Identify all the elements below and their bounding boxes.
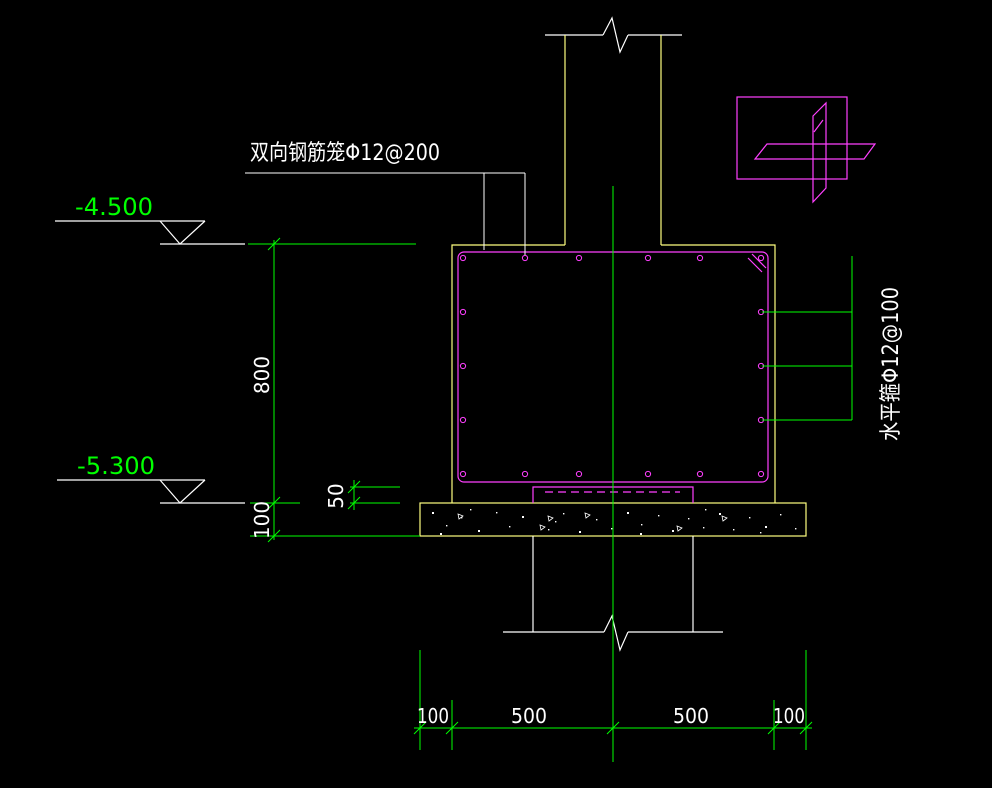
hatch-triangle [539, 524, 546, 531]
rebar-dot [459, 254, 467, 262]
hoop-note-leader [762, 256, 853, 421]
rebar-dot [757, 254, 765, 262]
hatch-speck [688, 518, 690, 520]
hatch-speck [611, 528, 613, 530]
hatch-speck [733, 529, 735, 531]
hatch-speck [641, 524, 643, 526]
upper-column [545, 16, 682, 245]
concrete-hatch [432, 509, 797, 535]
hatch-speck [760, 532, 762, 534]
dim-right-half-text: 500 [673, 704, 709, 728]
hatch-speck [470, 509, 472, 511]
hatch-speck [509, 526, 511, 528]
hatch-speck [478, 530, 480, 532]
rebar-dot [459, 416, 467, 424]
dim-cover-text: 50 [324, 483, 348, 508]
hatch-speck [563, 513, 565, 515]
rebar-dot [696, 470, 704, 478]
dim-left-edge-text: 100 [417, 704, 449, 728]
hatch-speck [749, 517, 751, 519]
section-symbol-icon [736, 96, 877, 204]
rebar-dot [459, 470, 467, 478]
left-dimension-lines [248, 237, 420, 543]
hatch-speck [496, 512, 498, 514]
dim-bed-text: 100 [250, 501, 274, 539]
dim-height-text: 800 [250, 356, 274, 394]
hatch-speck [795, 528, 797, 530]
rebar-dot [644, 470, 652, 478]
hoop-note-text: 水平箍Φ12@100 [879, 287, 904, 441]
cage-note-text: 双向钢筋笼Φ12@200 [250, 141, 440, 166]
hatch-speck [522, 516, 524, 518]
dim-right-edge-text: 100 [773, 704, 805, 728]
hatch-speck [446, 525, 448, 527]
elevation-bottom-text: -5.300 [77, 452, 155, 480]
hatch-speck [765, 526, 767, 528]
bottom-dimension-lines [413, 650, 813, 750]
hatch-speck [461, 517, 463, 519]
dim-left-half-text: 500 [511, 704, 547, 728]
hatch-speck [780, 514, 782, 516]
hatch-triangle [457, 513, 464, 520]
rebar-dot [757, 470, 765, 478]
hatch-speck [548, 529, 550, 531]
hatch-triangle [584, 512, 591, 519]
hatch-speck [432, 512, 434, 514]
elevation-marker-top [55, 220, 245, 245]
hatch-speck [703, 527, 705, 529]
elevation-top-text: -4.500 [75, 193, 153, 221]
hatch-speck [555, 521, 557, 523]
rebar-dot [575, 470, 583, 478]
rebar-bars [459, 254, 765, 478]
hatch-speck [658, 515, 660, 517]
hatch-speck [596, 519, 598, 521]
hatch-triangle [547, 515, 554, 522]
rebar-dot [521, 470, 529, 478]
rebar-dot [459, 308, 467, 316]
rebar-dot [459, 362, 467, 370]
rebar-dot [696, 254, 704, 262]
hatch-speck [640, 533, 642, 535]
hatch-speck [672, 530, 674, 532]
hatch-speck [579, 531, 581, 533]
pile-cap-outline [451, 244, 776, 503]
hatch-speck [627, 512, 629, 514]
hatch-triangle [676, 525, 683, 532]
cage-note-leader [245, 172, 526, 255]
hatch-triangle [721, 515, 728, 522]
hatch-speck [705, 509, 707, 511]
rebar-dot [521, 254, 529, 262]
rebar-dot [575, 254, 583, 262]
rebar-dot [644, 254, 652, 262]
elevation-marker-bottom [57, 479, 245, 504]
hatch-speck [440, 533, 442, 535]
hatch-speck [719, 513, 721, 515]
